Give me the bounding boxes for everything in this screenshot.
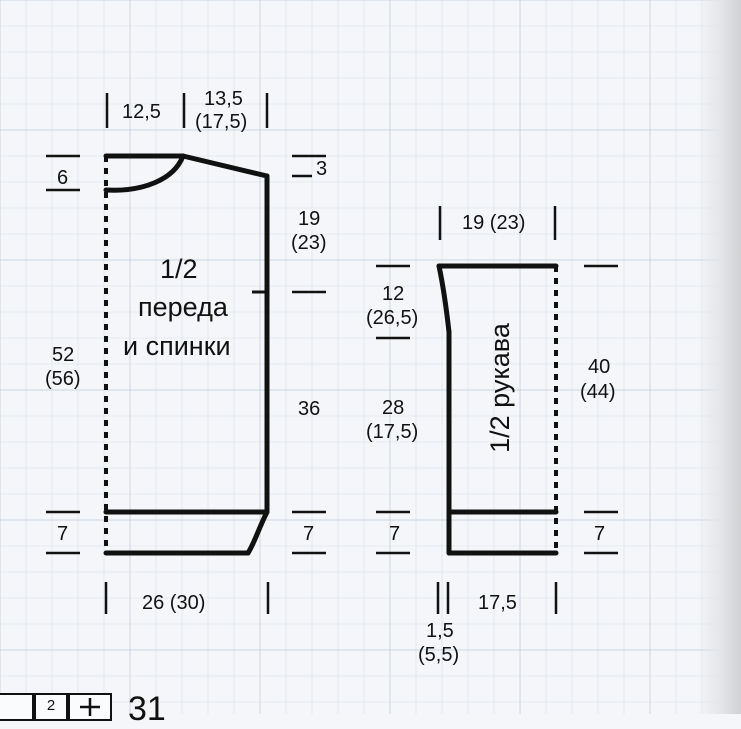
sleeve-bottom-offset-label: 1,5 [426,620,454,642]
schematic-drawing [46,93,618,614]
body-title-line1: 1/2 [160,254,198,284]
body-shoulder-line [180,153,270,179]
sleeve-rib-right-label: 7 [594,523,606,545]
sleeve-length-alt-label: (17,5) [366,421,419,443]
body-bottom-width-label: 26 (30) [142,592,206,614]
total-length-alt-label: (56) [45,368,81,390]
body-rib-left-label: 7 [57,523,69,545]
plus-icon [80,698,100,716]
footer-box-number: 2 [34,693,68,721]
footer-box-plus [68,693,112,721]
sleeve-cap-alt-label: (26,5) [366,307,419,329]
side-length-label: 36 [298,398,321,420]
sleeve-length-label: 28 [382,397,405,419]
total-length-label: 52 [52,344,75,366]
footer-box-left [0,693,34,721]
body-rib-right-label: 7 [303,523,315,545]
sleeve-top-width-label: 19 (23) [462,212,526,234]
page-number: 31 [128,690,166,728]
sleeve-cap-line [436,263,452,335]
sleeve-bottom-offset-alt-label: (5,5) [418,644,460,666]
body-rib-side-curve [245,509,270,556]
graph-paper-background [0,0,741,714]
dimension-marks [46,93,618,614]
shoulder-slope-label: 3 [316,158,328,180]
body-neckline-curve [103,153,186,193]
sleeve-total-length-alt-label: (44) [580,381,616,403]
body-piece-outline [103,153,270,556]
page-edge-shadow [697,0,741,714]
sleeve-piece-outline [436,263,559,556]
sleeve-rib-left-label: 7 [389,523,401,545]
sleeve-cap-label: 12 [382,283,405,305]
armhole-label: 19 [298,208,321,230]
shoulder-width-label: 13,5 [204,88,243,110]
armhole-alt-label: (23) [291,232,327,254]
top-left-width-label: 12,5 [122,101,161,123]
sleeve-title: 1/2 рукава [485,323,515,453]
sleeve-bottom-width-label: 17,5 [478,592,517,614]
body-title-line2: переда [138,292,228,322]
sleeve-total-length-label: 40 [588,356,611,378]
neck-depth-label: 6 [57,167,69,189]
body-title-line3: и спинки [123,331,231,361]
shoulder-width-alt-label: (17,5) [195,111,248,133]
